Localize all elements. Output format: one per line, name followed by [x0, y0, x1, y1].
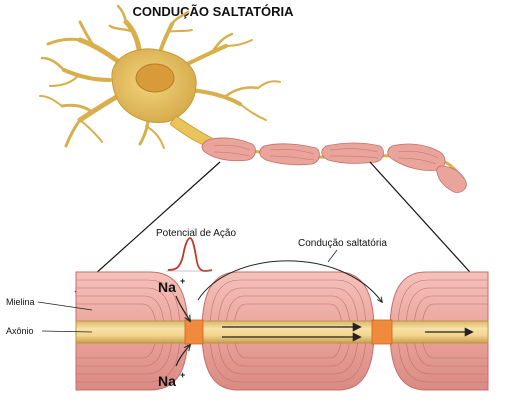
ion-bottom-symbol: Na	[158, 373, 176, 389]
node-of-ranvier-1	[184, 319, 204, 345]
current-arrows	[222, 322, 474, 342]
myelin-layers-middle	[209, 279, 367, 383]
dendrites	[39, 4, 281, 149]
nucleus	[135, 63, 175, 93]
ion-top-symbol: Na	[158, 279, 176, 295]
myelin-leader	[37, 301, 93, 311]
ion-top-charge: +	[180, 276, 185, 286]
saltatory-conduction-label: Condução saltatória	[298, 238, 387, 249]
enlarged-axon-view	[75, 260, 489, 391]
neuron-myelin-lines	[213, 144, 439, 165]
neuron-myelin-sheaths	[201, 137, 467, 193]
neuron-illustration	[39, 4, 467, 193]
zoom-lines	[74, 161, 489, 293]
sodium-ion-top: Na +	[158, 276, 185, 295]
saltatory-arc-arrow	[197, 260, 382, 302]
sodium-ion-bottom: Na +	[158, 370, 185, 389]
ion-bottom-charge: +	[180, 370, 185, 380]
axon-label: Axônio	[6, 326, 34, 336]
sodium-influx-arrows	[175, 295, 190, 367]
action-potential-curve	[167, 237, 213, 272]
saltatory-label-leader	[327, 249, 338, 263]
diagram-title: CONDUÇÃO SALTATÓRIA	[132, 4, 294, 19]
axon-leader	[41, 330, 93, 333]
node-of-ranvier-2	[371, 319, 393, 345]
myelin-label: Mielina	[6, 297, 35, 307]
action-potential-graph	[166, 237, 213, 272]
action-potential-label: Potencial de Ação	[156, 228, 236, 239]
